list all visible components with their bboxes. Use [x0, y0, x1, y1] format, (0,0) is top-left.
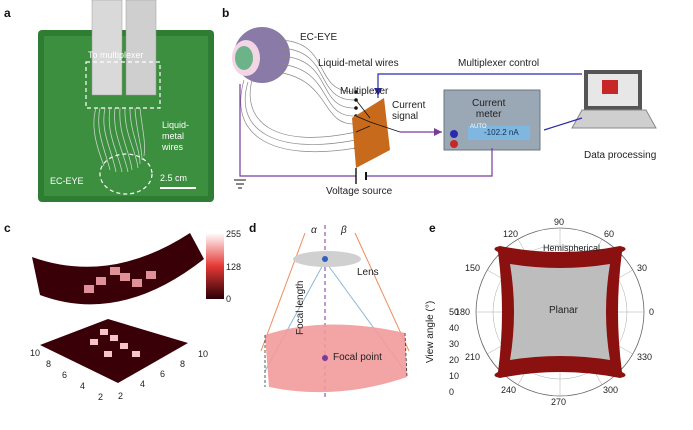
angle-210: 210 — [465, 352, 481, 362]
radial-50: 50 — [449, 307, 460, 317]
angle-120: 120 — [503, 229, 519, 239]
x-tick-2: 2 — [118, 391, 124, 401]
radial-30: 30 — [449, 339, 460, 349]
y-tick-2: 2 — [98, 392, 104, 402]
panel-e: e View angle (°) Hemispherical Planar 90… — [425, 215, 693, 430]
panel-d: d α β Lens Focal length Focal point — [245, 215, 420, 430]
hemispherical-label: Hemispherical — [543, 243, 601, 253]
liquid-metal-wires-title: Liquid-metal wires — [318, 58, 399, 69]
alpha-label: α — [311, 225, 317, 236]
y-tick-8: 8 — [46, 359, 52, 369]
colorbar-tick-0: 0 — [226, 294, 232, 304]
multiplexer-control-label: Multiplexer control — [458, 58, 540, 69]
scale-bar-label: 2.5 cm — [160, 173, 188, 183]
planar-label: Planar — [549, 305, 578, 316]
panel-b-label: b — [222, 6, 230, 20]
angle-300: 300 — [603, 385, 619, 395]
angle-30: 30 — [637, 263, 648, 273]
angle-270: 270 — [551, 397, 567, 407]
y-tick-10: 10 — [30, 348, 41, 358]
voltage-source-label: Voltage source — [326, 186, 393, 197]
y-tick-6: 6 — [62, 370, 68, 380]
y-tick-4: 4 — [80, 381, 86, 391]
panel-d-optics — [260, 225, 410, 400]
angle-0: 0 — [649, 307, 655, 317]
panel-a: a To multiplexer Liquid- metal wires EC-… — [0, 0, 218, 210]
panel-c-label: c — [4, 221, 11, 235]
angle-90: 90 — [554, 217, 565, 227]
x-tick-10: 10 — [198, 349, 209, 359]
radial-20: 20 — [449, 355, 460, 365]
current-meter-label: Current meter — [472, 98, 506, 120]
angle-180: 180 — [455, 307, 471, 317]
radial-10: 10 — [449, 371, 460, 381]
focal-point-label: Focal point — [333, 352, 382, 363]
angle-240: 240 — [501, 385, 517, 395]
angle-330: 330 — [637, 352, 653, 362]
to-multiplexer-label: To multiplexer — [88, 50, 144, 60]
data-processing-label: Data processing — [584, 150, 657, 161]
ec-eye-title: EC-EYE — [300, 32, 338, 43]
panel-d-label: d — [249, 221, 257, 235]
current-signal-label: Current signal — [392, 100, 426, 122]
e-ylabel: View angle (°) — [425, 300, 436, 363]
beta-label: β — [341, 225, 347, 236]
panel-c-heatmap — [32, 233, 224, 383]
panel-a-label: a — [4, 6, 11, 20]
panel-e-label: e — [429, 221, 436, 235]
radial-40: 40 — [449, 323, 460, 333]
ec-eye-label: EC-EYE — [50, 176, 84, 186]
meter-auto-label: AUTO — [470, 124, 487, 130]
colorbar-tick-255: 255 — [226, 229, 242, 239]
lens-label: Lens — [357, 267, 379, 278]
panel-b-diagram — [232, 27, 657, 189]
angle-60: 60 — [604, 229, 615, 239]
panel-b: b EC-EYE Liquid-metal wires Multiplexer … — [222, 0, 693, 210]
liquid-metal-wires-label: Liquid- metal wires — [162, 120, 190, 152]
panel-c: c 255 128 0 2 4 6 8 10 10 8 6 4 2 — [0, 215, 242, 430]
meter-reading: -102.2 nA — [484, 128, 519, 137]
radial-0: 0 — [449, 387, 455, 397]
angle-150: 150 — [465, 263, 481, 273]
x-tick-6: 6 — [160, 369, 166, 379]
x-tick-4: 4 — [140, 379, 146, 389]
multiplexer-label: Multiplexer — [340, 86, 389, 97]
panel-a-photo — [38, 0, 214, 202]
focal-length-label: Focal length — [295, 280, 306, 335]
x-tick-8: 8 — [180, 359, 186, 369]
colorbar-tick-128: 128 — [226, 262, 242, 272]
panel-e-polar — [475, 227, 645, 397]
